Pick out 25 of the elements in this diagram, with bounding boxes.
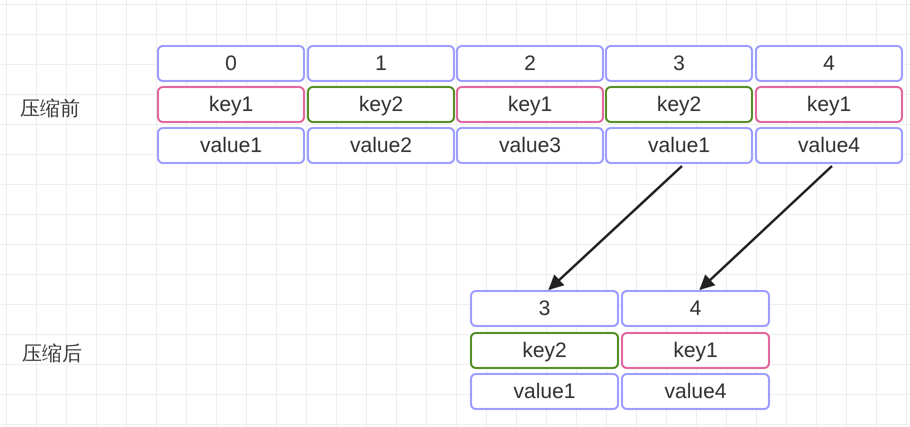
value-cell: value1	[157, 127, 305, 164]
index-cell: 0	[157, 45, 305, 82]
index-cell: 2	[456, 45, 604, 82]
key-cell: key2	[470, 332, 619, 369]
value-cell: value2	[307, 127, 455, 164]
value-cell: value1	[470, 373, 619, 410]
index-cell: 3	[605, 45, 753, 82]
row-label: 压缩前	[20, 95, 80, 122]
value-cell: value4	[621, 373, 770, 410]
key-cell: key2	[307, 86, 455, 123]
key-cell: key1	[755, 86, 903, 123]
index-cell: 3	[470, 290, 619, 327]
index-cell: 1	[307, 45, 455, 82]
value-cell: value4	[755, 127, 903, 164]
key-cell: key1	[157, 86, 305, 123]
key-cell: key1	[621, 332, 770, 369]
arrow	[699, 165, 833, 290]
value-cell: value3	[456, 127, 604, 164]
index-cell: 4	[755, 45, 903, 82]
index-cell: 4	[621, 290, 770, 327]
arrow	[548, 165, 683, 290]
row-label: 压缩后	[22, 340, 82, 367]
key-cell: key2	[605, 86, 753, 123]
value-cell: value1	[605, 127, 753, 164]
key-cell: key1	[456, 86, 604, 123]
